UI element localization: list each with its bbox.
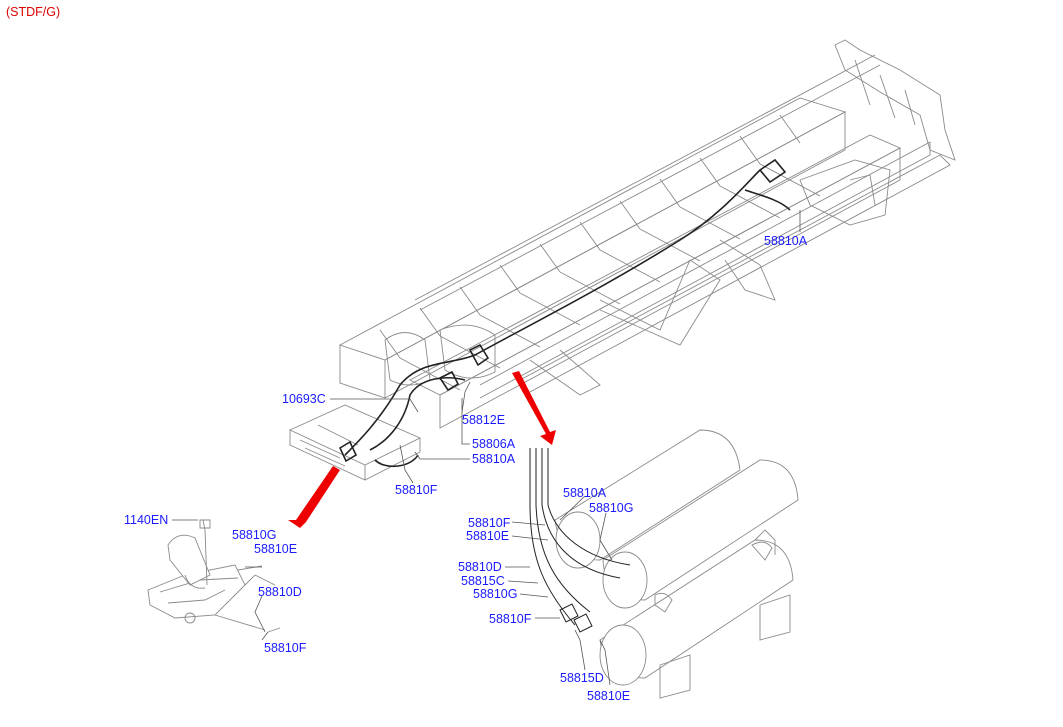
callout-58806A: 58806A — [472, 437, 516, 451]
callout-58810E-tank: 58810E — [466, 529, 509, 543]
callout-58810E-tank2: 58810E — [587, 689, 630, 703]
callout-58812E: 58812E — [462, 413, 505, 427]
arrow-to-pedal — [288, 466, 340, 528]
callout-58810F-tank2: 58810F — [489, 612, 532, 626]
callout-10693C: 10693C — [282, 392, 326, 406]
callout-58810A-top: 58810A — [764, 234, 808, 248]
callout-58810A-tank: 58810A — [563, 486, 607, 500]
red-arrows — [288, 371, 556, 528]
callout-1140EN: 1140EN — [124, 513, 168, 527]
wiring-harness — [338, 158, 791, 468]
arrow-to-tanks — [512, 371, 556, 445]
callout-58810D-tank: 58810D — [458, 560, 502, 574]
callout-58810F-mid: 58810F — [395, 483, 438, 497]
callout-58810D-left: 58810D — [258, 585, 302, 599]
leader-lines — [172, 210, 801, 686]
part-callouts: 58810A 10693C 58812E 58806A 58810A 58810… — [124, 234, 808, 703]
callout-58810G-tank: 58810G — [589, 501, 633, 515]
air-tanks — [529, 429, 799, 699]
callout-58810F-tank: 58810F — [468, 516, 511, 530]
callout-58815C: 58815C — [461, 574, 505, 588]
chassis-frame — [288, 39, 956, 481]
callout-58810F-left: 58810F — [264, 641, 307, 655]
variant-header: (STDF/G) — [6, 5, 60, 19]
callout-58815D: 58815D — [560, 671, 604, 685]
callout-58810A-mid: 58810A — [472, 452, 516, 466]
callout-58810G-tank2: 58810G — [473, 587, 517, 601]
callout-58810G-left: 58810G — [232, 528, 276, 542]
callout-58810E-left: 58810E — [254, 542, 297, 556]
